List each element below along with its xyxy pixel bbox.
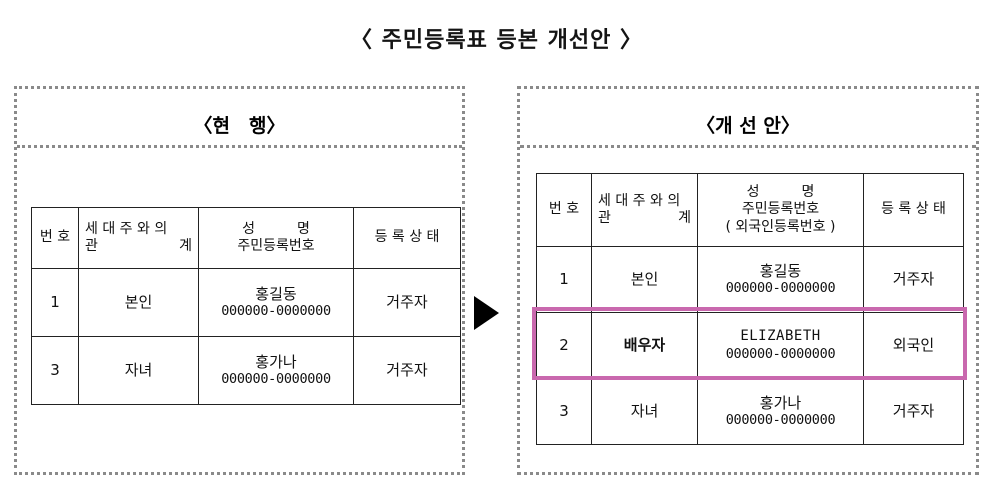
- cell-id-number: 000000-0000000: [221, 303, 331, 320]
- cell-name-id: 홍가나 000000-0000000: [697, 378, 864, 445]
- cell-number: 1: [536, 246, 592, 313]
- header-relation-line2-left: 관: [598, 210, 611, 226]
- table-row: 3 자녀 홍가나 000000-0000000 거주자: [31, 336, 461, 405]
- header-name-line2: 주민등록번호: [237, 238, 315, 254]
- table-row: 1 본인 홍길동 000000-0000000 거주자: [31, 268, 461, 337]
- header-relation-line1: 세 대 주 와 의: [85, 220, 168, 237]
- cell-status: 외국인: [863, 312, 964, 379]
- cell-name: 홍가나: [759, 393, 802, 412]
- cell-id-number: 000000-0000000: [221, 371, 331, 388]
- header-cell-number: 번 호: [536, 173, 592, 247]
- cell-name-id: 홍가나 000000-0000000: [198, 336, 354, 405]
- panel-improved-heading: 〈개 선 안〉: [696, 115, 800, 137]
- page-title: 〈 주민등록표 등본 개선안 〉: [349, 28, 644, 53]
- header-cell-name: 성 명 주민등록번호: [198, 207, 354, 269]
- cell-number: 3: [536, 378, 592, 445]
- cell-status: 거주자: [863, 246, 964, 313]
- table-row: 3 자녀 홍가나 000000-0000000 거주자: [536, 378, 964, 445]
- panel-current-divider: [17, 145, 462, 148]
- cell-name: 홍길동: [255, 284, 297, 303]
- cell-id-number: 000000-0000000: [725, 412, 836, 429]
- cell-name: ELIZABETH: [740, 328, 821, 345]
- table-row-highlighted: 2 배우자 ELIZABETH 000000-0000000 외국인: [536, 312, 964, 379]
- header-relation-line2: 관 계: [592, 210, 697, 228]
- cell-relation: 자녀: [591, 378, 698, 445]
- cell-name-id: 홍길동 000000-0000000: [198, 268, 354, 337]
- cell-name-id: ELIZABETH 000000-0000000: [697, 312, 864, 379]
- cell-name: 홍길동: [759, 261, 802, 280]
- header-cell-relation: 세 대 주 와 의 관 계: [78, 207, 199, 269]
- cell-status: 거주자: [863, 378, 964, 445]
- header-relation-line2-right: 계: [179, 238, 192, 254]
- header-cell-name: 성 명 주민등록번호 ( 외국인등록번호 ): [697, 173, 864, 247]
- table-header-row: 번 호 세 대 주 와 의 관 계 성 명 주민등록번호 등 록 상 태: [31, 207, 461, 269]
- cell-name-id: 홍길동 000000-0000000: [697, 246, 864, 313]
- panel-improved-divider: [520, 145, 976, 148]
- cell-relation: 본인: [591, 246, 698, 313]
- cell-id-number: 000000-0000000: [725, 345, 836, 362]
- cell-number: 3: [31, 336, 79, 405]
- header-name-line1: 성 명: [746, 183, 815, 200]
- cell-id-number: 000000-0000000: [725, 280, 836, 297]
- cell-name: 홍가나: [255, 352, 297, 371]
- panel-current-heading: 〈현 행〉: [193, 115, 286, 137]
- header-relation-line2-left: 관: [85, 238, 98, 254]
- header-cell-number: 번 호: [31, 207, 79, 269]
- header-cell-status: 등 록 상 태: [863, 173, 964, 247]
- cell-status: 거주자: [353, 336, 461, 405]
- cell-relation: 본인: [78, 268, 199, 337]
- header-relation-line1: 세 대 주 와 의: [598, 192, 681, 209]
- header-name-line3: ( 외국인등록번호 ): [725, 218, 836, 235]
- header-name-line1: 성 명: [242, 220, 310, 237]
- current-registration-table: 번 호 세 대 주 와 의 관 계 성 명 주민등록번호 등 록 상 태 1 본…: [31, 207, 461, 405]
- improved-registration-table: 번 호 세 대 주 와 의 관 계 성 명 주민등록번호 ( 외국인등록번호 )…: [536, 173, 964, 445]
- cell-number: 2: [536, 312, 592, 379]
- cell-relation: 자녀: [78, 336, 199, 405]
- header-name-line2: 주민등록번호: [741, 201, 820, 218]
- header-relation-line2-right: 계: [678, 210, 691, 226]
- cell-relation: 배우자: [591, 312, 698, 379]
- header-relation-line2: 관 계: [79, 238, 198, 256]
- header-cell-relation: 세 대 주 와 의 관 계: [591, 173, 698, 247]
- table-row: 1 본인 홍길동 000000-0000000 거주자: [536, 246, 964, 313]
- header-cell-status: 등 록 상 태: [353, 207, 461, 269]
- cell-status: 거주자: [353, 268, 461, 337]
- triangle-right-icon: [474, 296, 499, 330]
- table-header-row: 번 호 세 대 주 와 의 관 계 성 명 주민등록번호 ( 외국인등록번호 )…: [536, 173, 964, 247]
- cell-number: 1: [31, 268, 79, 337]
